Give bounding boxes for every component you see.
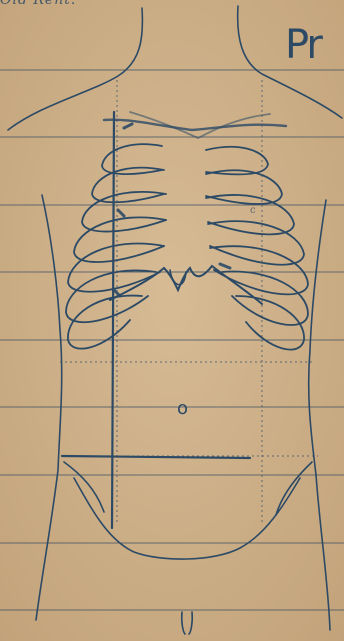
rib-annotation-mark: c (250, 205, 256, 216)
heading-fragment: Pr (285, 22, 321, 68)
header-scrawl-text: Old Rent. (0, 0, 76, 8)
navel-mark: o (177, 398, 188, 419)
